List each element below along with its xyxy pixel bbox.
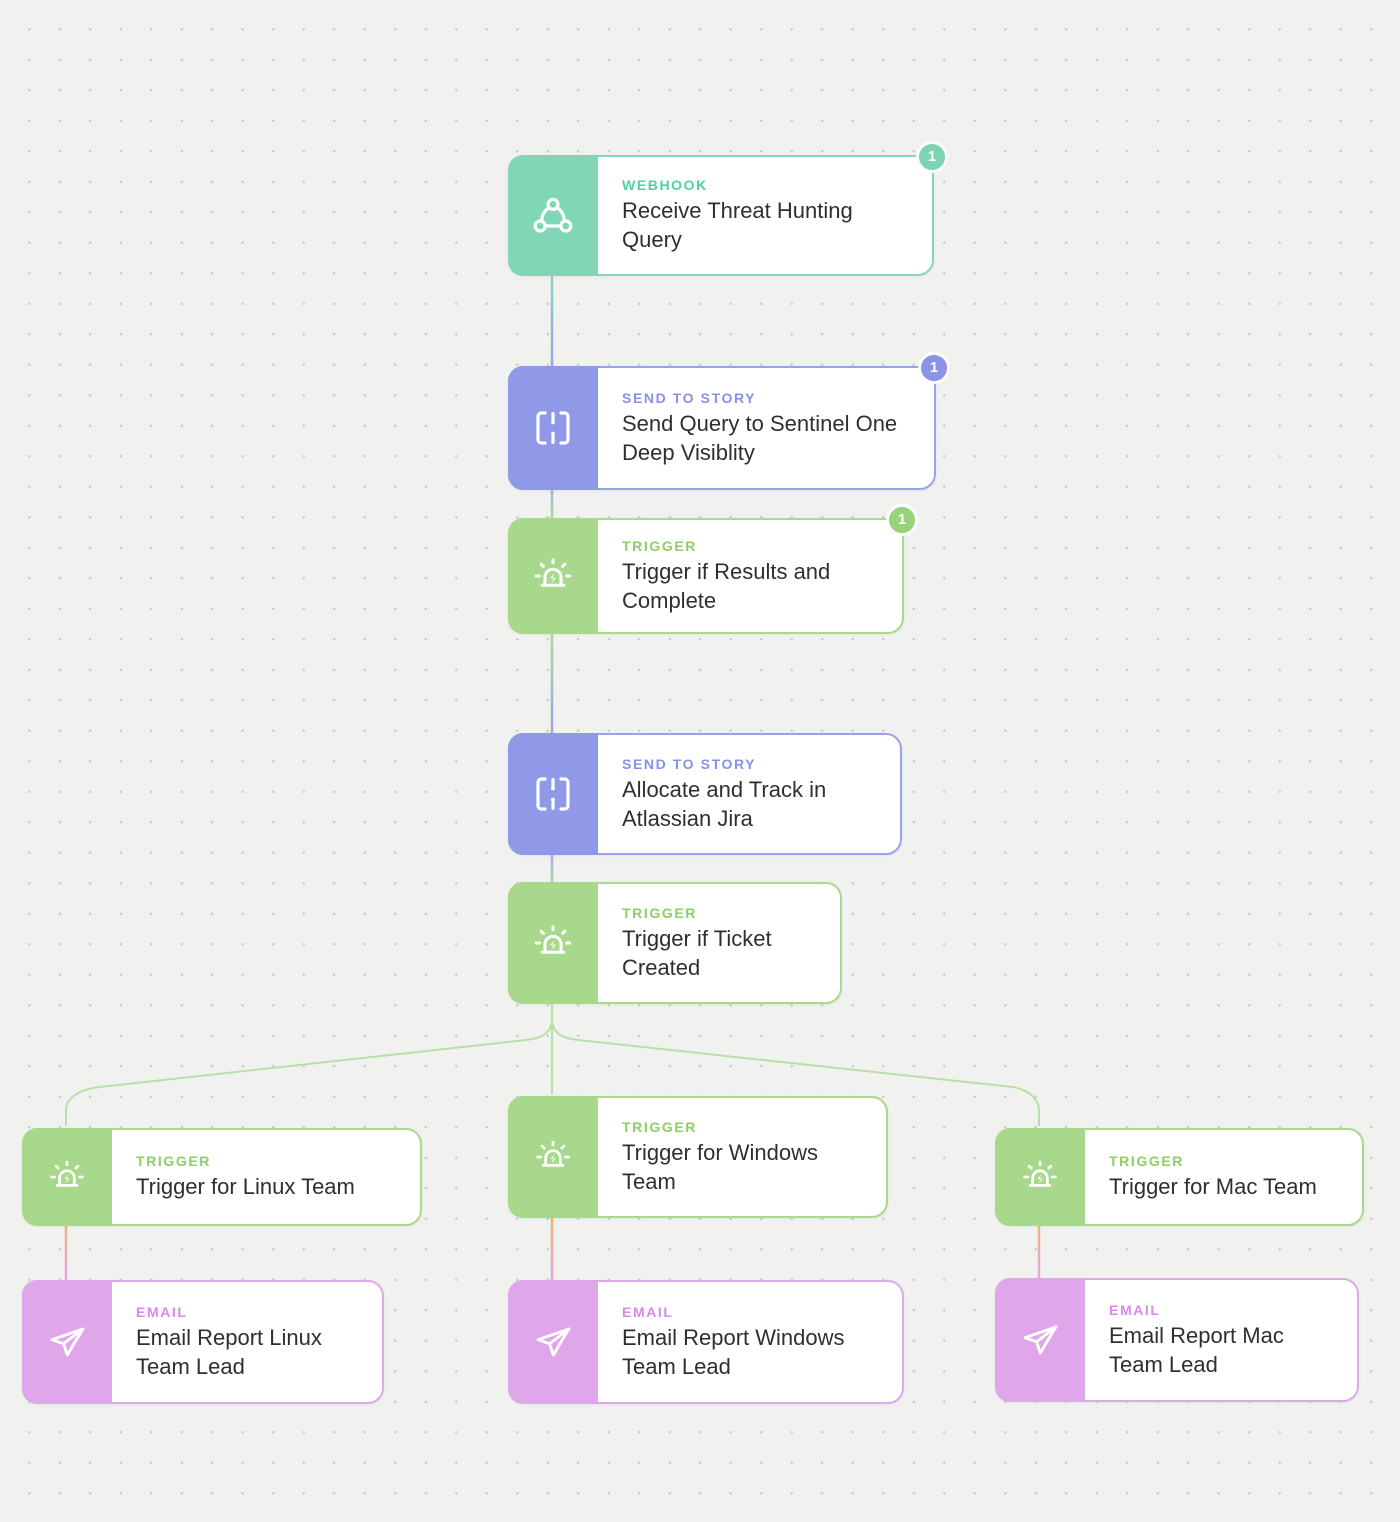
node-title: Trigger for Mac Team: [1109, 1174, 1317, 1199]
node-type-label: EMAIL: [136, 1303, 188, 1320]
node-trigger-for-windows-team[interactable]: TRIGGER Trigger for Windows Team: [508, 1096, 888, 1218]
email-send-icon: [508, 1280, 598, 1404]
trigger-icon: [508, 1096, 598, 1218]
email-send-icon: [995, 1278, 1085, 1402]
node-title: Trigger if Results and Complete: [622, 558, 831, 613]
send-to-story-icon: [508, 733, 598, 855]
node-type-label: SEND TO STORY: [622, 755, 757, 772]
node-email-report-linux-team-lead[interactable]: EMAIL Email Report Linux Team Lead: [22, 1280, 384, 1404]
node-type-label: WEBHOOK: [622, 177, 708, 193]
node-type-label: TRIGGER: [622, 904, 697, 921]
node-trigger-if-ticket-created[interactable]: TRIGGER Trigger if Ticket Created: [508, 882, 842, 1004]
webhook-icon: [508, 155, 598, 276]
node-title: Send Query to Sentinel One Deep Visiblit…: [622, 410, 898, 465]
node-type-label: TRIGGER: [622, 537, 697, 554]
node-type-label: SEND TO STORY: [622, 389, 757, 406]
event-count-badge[interactable]: 1: [916, 141, 948, 173]
node-type-label: TRIGGER: [136, 1153, 211, 1169]
node-title: Receive Threat Hunting Query: [622, 198, 853, 252]
node-title: Email Report Linux Team Lead: [136, 1324, 322, 1379]
node-allocate-and-track-in-jira[interactable]: SEND TO STORY Allocate and Track in Atla…: [508, 733, 902, 855]
node-title: Trigger for Linux Team: [136, 1174, 355, 1199]
event-count-badge[interactable]: 1: [886, 504, 918, 536]
trigger-icon: [508, 518, 598, 634]
send-to-story-icon: [508, 366, 598, 490]
node-type-label: TRIGGER: [622, 1118, 697, 1135]
node-email-report-mac-team-lead[interactable]: EMAIL Email Report Mac Team Lead: [995, 1278, 1359, 1402]
node-trigger-for-mac-team[interactable]: TRIGGER Trigger for Mac Team: [995, 1128, 1364, 1226]
node-type-label: EMAIL: [1109, 1301, 1161, 1318]
node-title: Trigger for Windows Team: [622, 1139, 819, 1194]
event-count-badge[interactable]: 1: [918, 352, 950, 384]
node-trigger-if-results-and-complete[interactable]: TRIGGER Trigger if Results and Complete …: [508, 504, 918, 634]
trigger-icon: [22, 1128, 112, 1226]
node-title: Trigger if Ticket Created: [622, 925, 772, 980]
node-receive-threat-hunting-query[interactable]: WEBHOOK Receive Threat Hunting Query 1: [508, 141, 948, 276]
node-send-query-to-sentinelone[interactable]: SEND TO STORY Send Query to Sentinel One…: [508, 352, 950, 490]
node-title: Email Report Mac Team Lead: [1109, 1322, 1284, 1377]
email-send-icon: [22, 1280, 112, 1404]
node-email-report-windows-team-lead[interactable]: EMAIL Email Report Windows Team Lead: [508, 1280, 904, 1404]
trigger-icon: [508, 882, 598, 1004]
node-title: Allocate and Track in Atlassian Jira: [622, 776, 827, 831]
node-trigger-for-linux-team[interactable]: TRIGGER Trigger for Linux Team: [22, 1128, 422, 1226]
trigger-icon: [995, 1128, 1085, 1226]
node-type-label: EMAIL: [622, 1303, 674, 1320]
node-title: Email Report Windows Team Lead: [622, 1324, 845, 1379]
node-type-label: TRIGGER: [1109, 1153, 1184, 1169]
